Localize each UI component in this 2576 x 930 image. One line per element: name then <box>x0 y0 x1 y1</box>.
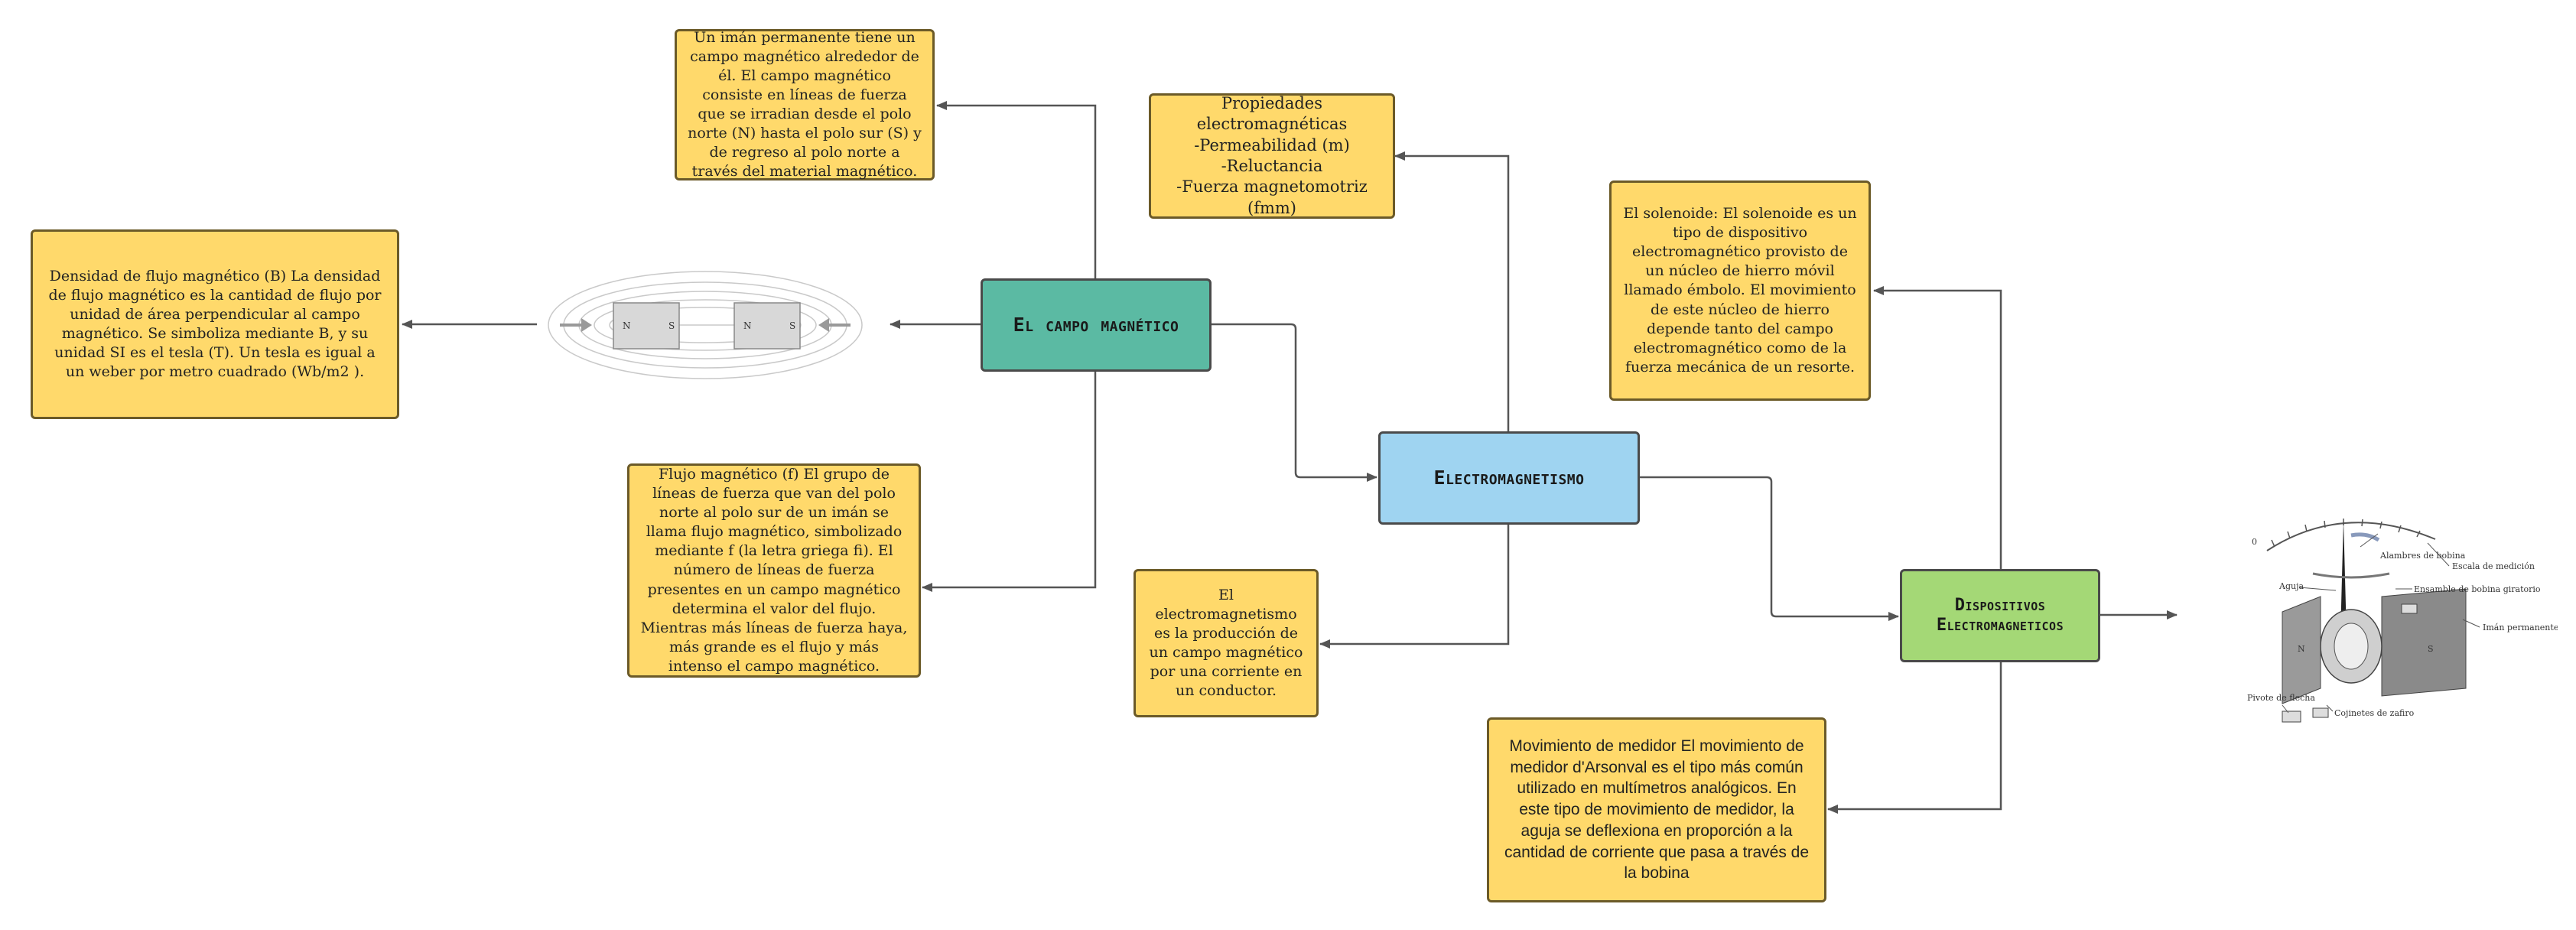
node-dispositivos[interactable]: Dispositivos Electromagneticos <box>1900 569 2100 662</box>
meter-label-cojinetes: Cojinetes de zafiro <box>2334 708 2415 718</box>
node-campo-label: El campo magnético <box>1013 314 1179 336</box>
prop-line-5: -Fuerza magnetomotriz (fmm) <box>1176 177 1368 217</box>
note-solenoide: El solenoide: El solenoide es un tipo de… <box>1609 180 1871 401</box>
meter-zero-label: 0 <box>2252 537 2257 547</box>
note-flujo-text: Flujo magnético (f) El grupo de líneas d… <box>640 466 908 675</box>
note-propiedades: Propiedades electromagnéticas -Permeabil… <box>1149 93 1395 219</box>
magnet-field-illustration: N S N S <box>548 271 863 379</box>
note-definicion-text: El electromagnetismo es la producción de… <box>1149 586 1303 700</box>
edge-electro-definicion <box>1319 525 1510 649</box>
note-solenoide-text: El solenoide: El solenoide es un tipo de… <box>1623 205 1857 376</box>
magnet-2-s-label: S <box>789 320 795 331</box>
meter-label-aguja: Aguja <box>2278 581 2304 591</box>
edge-campo-electro <box>1212 323 1377 482</box>
note-movimiento-medidor: Movimiento de medidor El movimiento de m… <box>1487 717 1826 902</box>
edge-electro-dispositivos <box>1640 476 1899 621</box>
magnet-2-n-label: N <box>743 320 752 331</box>
meter-label-escala: Escala de medición <box>2452 561 2535 571</box>
note-iman-text: Un imán permanente tiene un campo magnét… <box>688 28 922 180</box>
meter-label-pivote: Pivote de flecha <box>2247 693 2315 703</box>
meter-label-iman: Imán permanente <box>2483 623 2558 632</box>
edge-dispositivos-medidor <box>1827 662 2002 814</box>
edge-campo-flujo <box>922 372 1097 592</box>
edge-electro-propiedades <box>1394 151 1510 431</box>
node-electro-label: Electromagnetismo <box>1433 467 1585 489</box>
magnet-1-s-label: S <box>668 320 675 331</box>
prop-line-1: Propiedades <box>1221 94 1322 113</box>
prop-line-2: electromagnéticas <box>1196 115 1348 134</box>
meter-label-alambres: Alambres de bobina <box>2379 551 2466 561</box>
meter-n-label: N <box>2298 644 2305 654</box>
meter-movement-illustration: 0 N S Alambres de bobina Escala de medic… <box>2247 519 2558 723</box>
prop-line-4: -Reluctancia <box>1221 157 1323 175</box>
node-electromagnetismo[interactable]: Electromagnetismo <box>1378 431 1640 525</box>
meter-label-ensamble: Ensamble de bobina giratorio <box>2414 584 2541 594</box>
prop-line-3: -Permeabilidad (m) <box>1194 135 1350 154</box>
note-densidad-flujo: Densidad de flujo magnético (B) La densi… <box>31 229 399 419</box>
magnet-1-n-label: N <box>623 320 631 331</box>
edge-campo-iman <box>936 101 1097 280</box>
note-medidor-text: Movimiento de medidor El movimiento de m… <box>1504 737 1810 883</box>
node-dispositivos-label: Dispositivos Electromagneticos <box>1936 595 2064 635</box>
note-definicion-electromagnetismo: El electromagnetismo es la producción de… <box>1134 569 1319 717</box>
edge-dispositivos-solenoide <box>1873 286 2002 569</box>
meter-s-label: S <box>2428 644 2434 654</box>
note-flujo-magnetico: Flujo magnético (f) El grupo de líneas d… <box>627 463 921 678</box>
note-densidad-text: Densidad de flujo magnético (B) La densi… <box>48 267 382 381</box>
note-iman-permanente: Un imán permanente tiene un campo magnét… <box>675 29 935 180</box>
node-campo-magnetico[interactable]: El campo magnético <box>981 278 1212 372</box>
